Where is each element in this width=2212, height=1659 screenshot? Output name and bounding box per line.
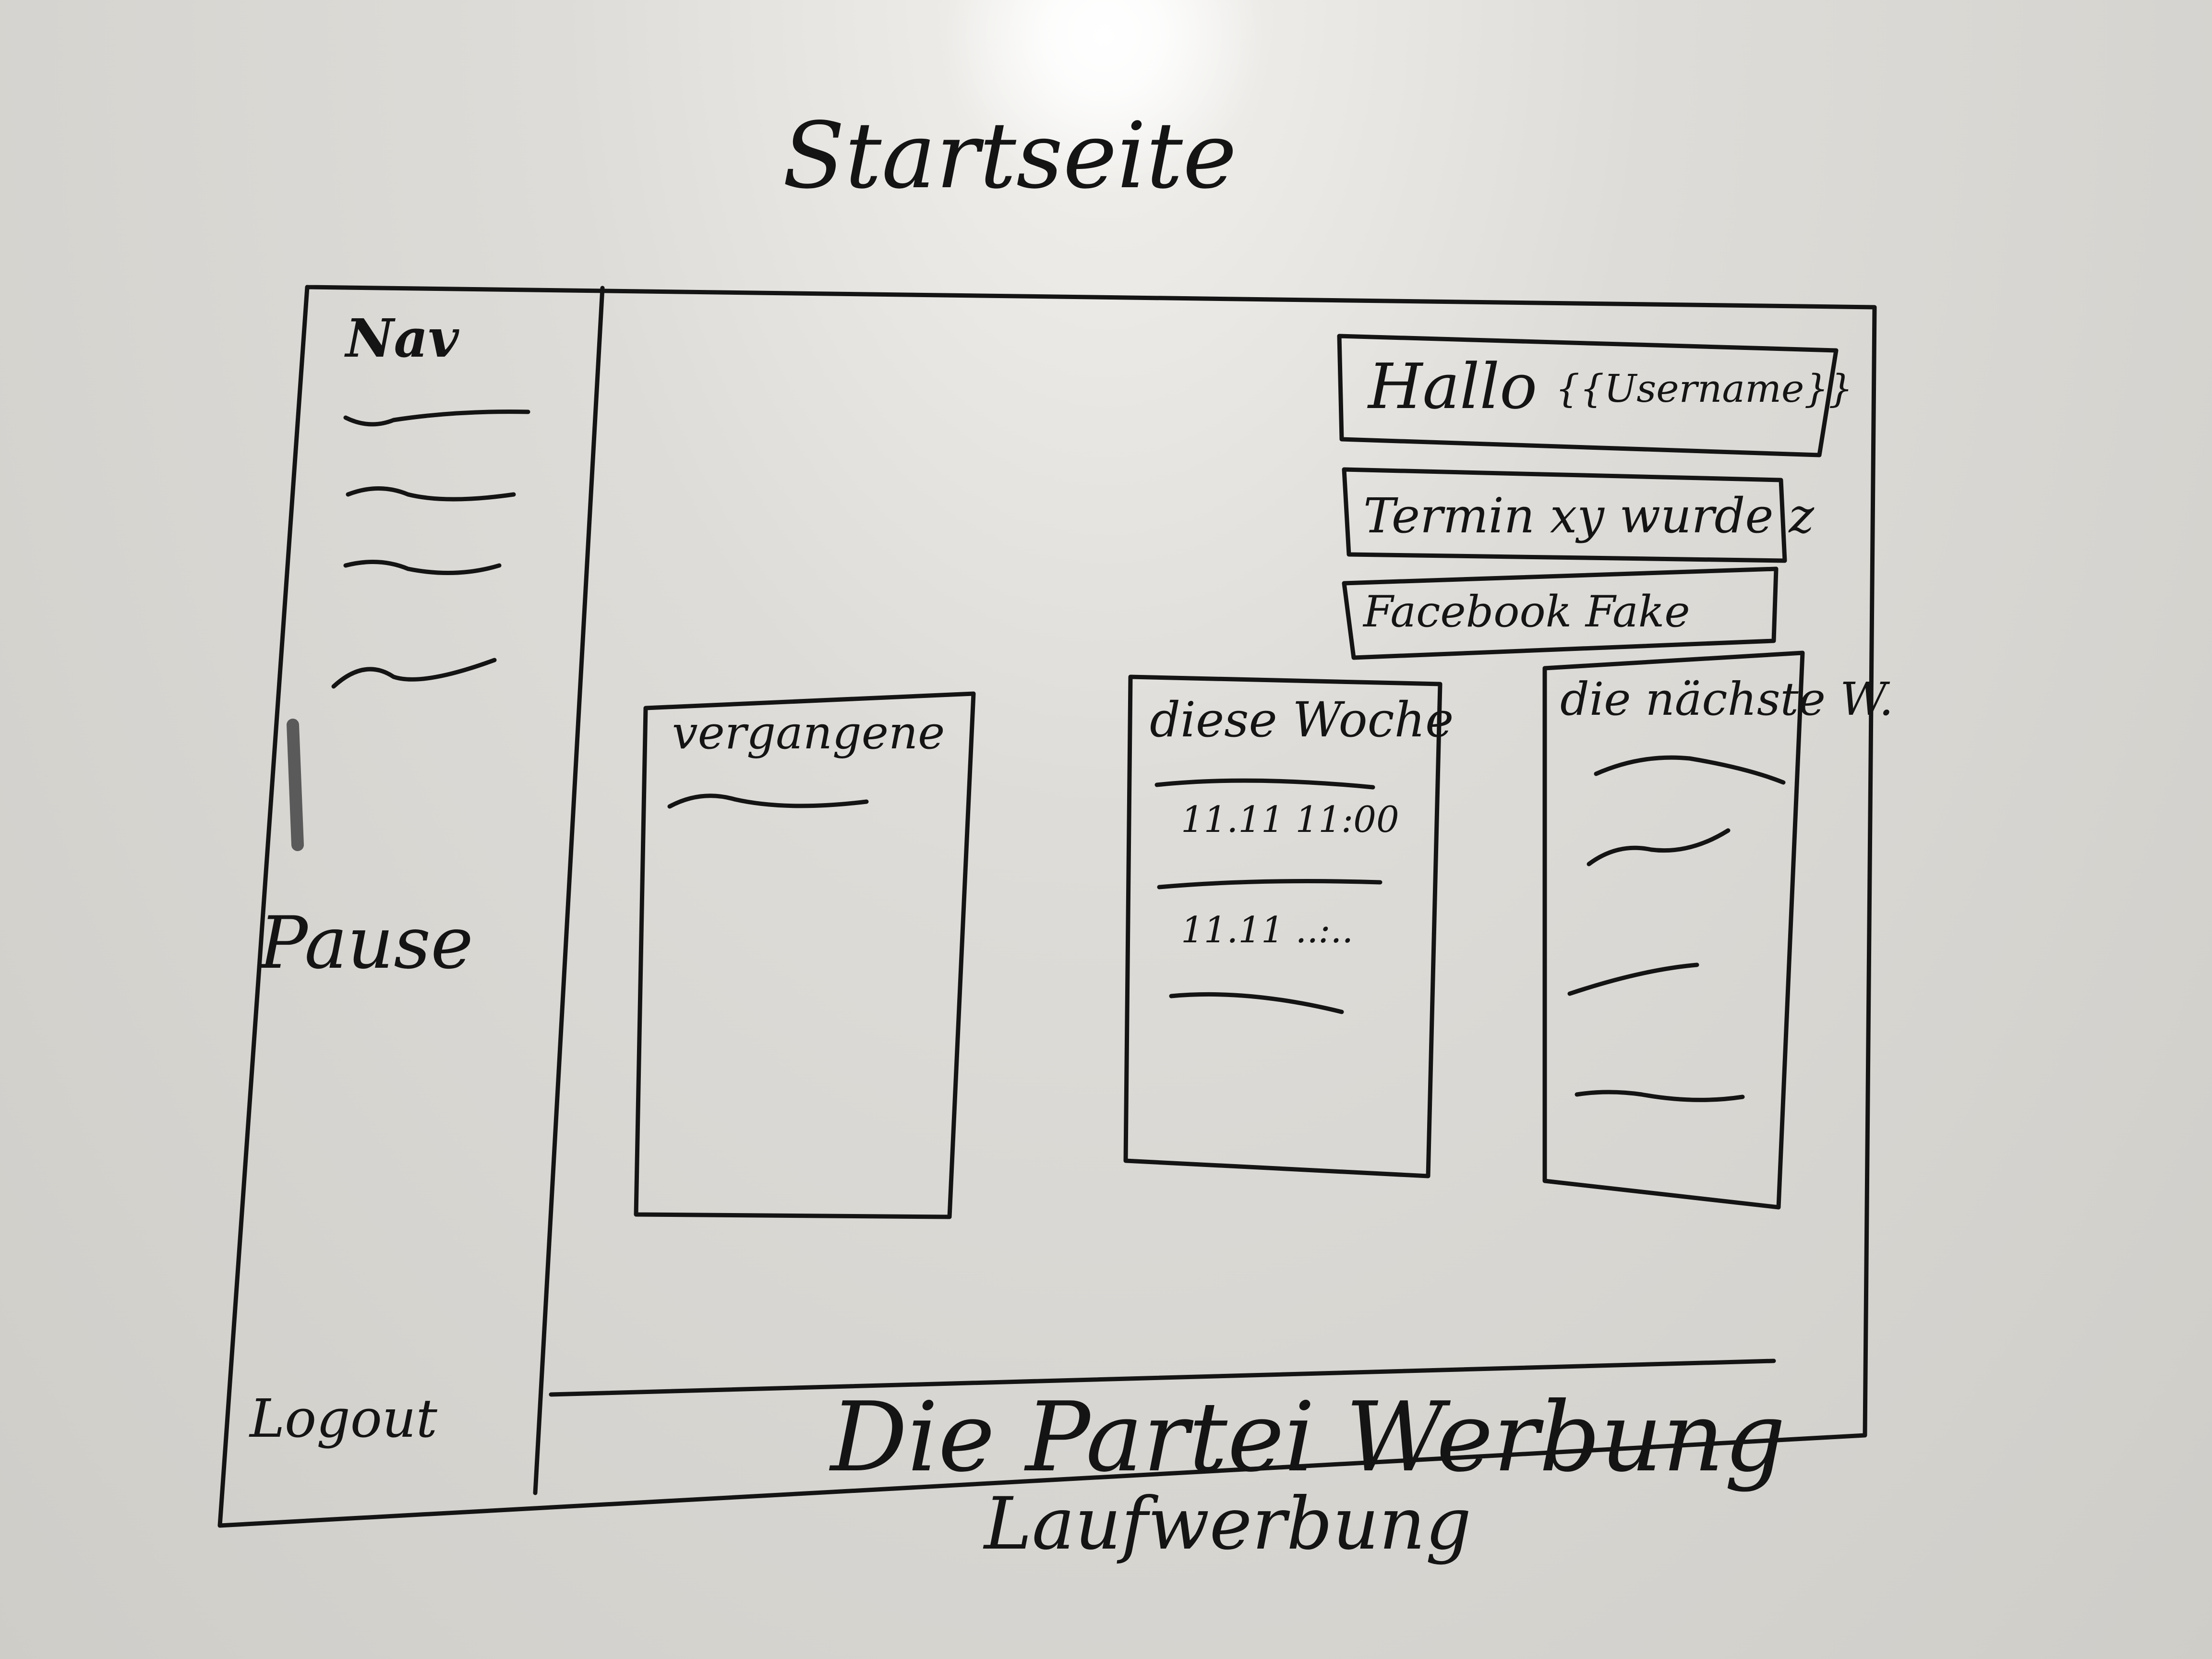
column-card-outline-1 (634, 691, 976, 1219)
greeting-text: Hallo (1368, 350, 1538, 423)
list-item[interactable] (667, 793, 869, 809)
list-item[interactable] (1575, 1090, 1745, 1102)
page-title: Startseite (782, 103, 1237, 209)
ad-banner[interactable]: Die Partei Werbung (830, 1382, 1786, 1493)
column-title-this-week: diese Woche (1150, 692, 1454, 748)
column-title-next-week: die nächste W. (1560, 673, 1894, 726)
sidebar-middle-label[interactable]: Pause (259, 902, 473, 985)
notification-2[interactable]: Facebook Fake (1363, 587, 1690, 637)
sidebar-item-4[interactable] (331, 658, 497, 689)
this-week-entry-2[interactable]: 11.11 ..:.. (1181, 909, 1354, 951)
notification-box-outline-1 (1342, 467, 1787, 563)
list-item[interactable] (1594, 755, 1786, 785)
sidebar-item-3[interactable] (343, 559, 502, 576)
banner-divider (549, 1358, 1776, 1397)
sidebar-heading: Nav (346, 307, 459, 369)
column-card-outline-3 (1542, 650, 1805, 1210)
sidebar-item-2[interactable] (346, 486, 516, 502)
list-item[interactable] (1154, 778, 1375, 790)
username-placeholder: {{Username}} (1555, 366, 1853, 411)
list-item[interactable] (1157, 879, 1382, 890)
list-item[interactable] (1567, 962, 1699, 996)
list-item[interactable] (1169, 992, 1344, 1014)
scroll-marker (287, 719, 304, 851)
ad-banner-caption: Laufwerbung (984, 1482, 1472, 1566)
this-week-entry-1[interactable]: 11.11 11:00 (1181, 798, 1399, 841)
sidebar-item-1[interactable] (343, 409, 530, 427)
sidebar-divider (533, 286, 605, 1495)
column-card-outline-2 (1123, 674, 1443, 1178)
notification-box-outline-2 (1342, 566, 1779, 660)
greeting-box-outline (1337, 334, 1839, 457)
page-frame (217, 285, 1877, 1528)
logout-link[interactable]: Logout (250, 1388, 437, 1449)
column-title-past: vergangene (672, 707, 945, 759)
list-item[interactable] (1587, 828, 1731, 866)
notification-1[interactable]: Termin xy wurde z (1363, 488, 1815, 544)
